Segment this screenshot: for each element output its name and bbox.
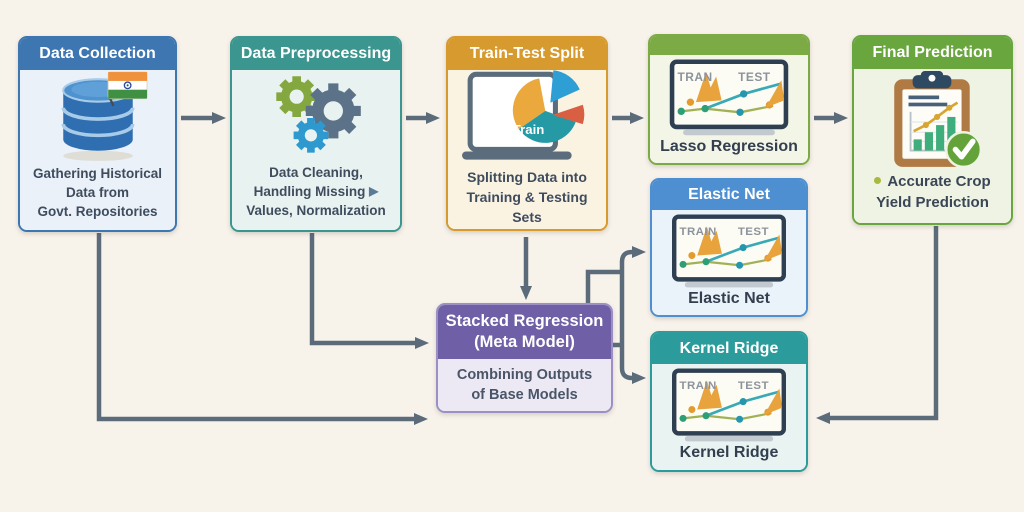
chart-train-label: TRAIN <box>680 226 717 238</box>
elastic-net-box: Elastic Net TRAIN TEST Elastic Net <box>650 178 808 317</box>
clipboard-chart-check-icon <box>893 71 982 169</box>
final-prediction-title: Final Prediction <box>872 44 993 61</box>
arrow-stacked-to-elastic <box>619 246 646 345</box>
stacked-regression-title-line1: Stacked Regression <box>445 311 604 330</box>
data-preprocessing-description: Data Cleaning, Handling Missing ▶ Values… <box>246 164 386 218</box>
final-prediction-iconwrap <box>854 69 1011 171</box>
final-prediction-box: Final Prediction <box>852 35 1013 225</box>
data-collection-description: Gathering Historical Data from Govt. Rep… <box>32 166 163 220</box>
data-preprocessing-iconwrap <box>232 70 400 163</box>
chart-train-label: TRAIN <box>680 380 717 392</box>
play-triangle-icon: ▶ <box>369 183 379 198</box>
connector-stacked-top <box>585 269 622 303</box>
kernel-ridge-iconwrap: TRAIN TEST <box>652 364 806 444</box>
train-test-chart-icon: TRAIN TEST <box>670 368 788 444</box>
bullet-icon <box>874 177 882 184</box>
chart-test-label: TEST <box>738 380 769 392</box>
train-test-split-header: Train-Test Split <box>448 38 606 70</box>
lasso-iconwrap: TRAN TEST <box>650 55 808 138</box>
train-test-chart-icon: TRAN TEST <box>668 59 790 138</box>
data-preprocessing-title: Data Preprocessing <box>240 45 392 62</box>
gears-icon <box>276 76 361 153</box>
stacked-regression-box: Stacked Regression (Meta Model) Combinin… <box>436 303 613 413</box>
train-test-split-title: Train-Test Split <box>469 45 585 62</box>
laptop-pie-chart-icon: Train <box>462 70 585 160</box>
chart-train-label: TRAN <box>678 70 713 84</box>
train-test-split-iconwrap: Train <box>448 70 606 168</box>
kernel-ridge-header: Kernel Ridge <box>652 333 806 364</box>
train-test-split-description: Splitting Data into Training & Testing S… <box>466 169 588 225</box>
data-preprocessing-box: Data Preprocessing <box>230 36 402 232</box>
kernel-ridge-caption: Kernel Ridge <box>679 444 779 461</box>
train-test-chart-icon: TRAIN TEST <box>670 214 788 290</box>
stacked-regression-description: Combining Outputs of Base Models <box>456 366 593 403</box>
lasso-caption: Lasso Regression <box>660 138 798 155</box>
elastic-net-caption: Elastic Net <box>688 290 770 307</box>
elastic-net-header: Elastic Net <box>652 180 806 210</box>
stacked-regression-title-line2: (Meta Model) <box>474 333 575 351</box>
arrow-stacked-to-kernel <box>619 345 646 384</box>
arrow-collection-to-stacked <box>96 233 428 425</box>
data-collection-header: Data Collection <box>20 38 175 70</box>
data-collection-iconwrap <box>20 70 175 164</box>
database-icon <box>60 71 148 161</box>
data-collection-title: Data Collection <box>39 45 156 62</box>
chart-test-label: TEST <box>738 226 769 238</box>
final-prediction-header: Final Prediction <box>854 37 1011 69</box>
lasso-header-strip <box>650 36 808 55</box>
train-test-split-box: Train-Test Split Train Splitting Data in… <box>446 36 608 231</box>
checkmark-icon <box>944 130 982 169</box>
lasso-regression-box: TRAN TEST Lasso Regression <box>648 34 810 165</box>
data-collection-box: Data Collection <box>18 36 177 232</box>
green-bars <box>913 116 955 151</box>
kernel-ridge-title: Kernel Ridge <box>679 339 779 357</box>
india-flag-icon <box>107 71 148 107</box>
kernel-ridge-box: Kernel Ridge TRAIN TEST Kernel Ridge <box>650 331 808 472</box>
arrow-final-to-kernel <box>816 226 939 424</box>
pie-train-label: Train <box>513 122 545 137</box>
stacked-regression-header: Stacked Regression (Meta Model) <box>438 305 611 359</box>
data-preprocessing-header: Data Preprocessing <box>232 38 400 70</box>
elastic-net-title: Elastic Net <box>688 186 770 203</box>
final-prediction-description: Accurate Crop Yield Prediction <box>874 173 991 212</box>
chart-test-label: TEST <box>738 70 771 84</box>
elastic-net-iconwrap: TRAIN TEST <box>652 210 806 290</box>
arrow-preprocessing-to-stacked <box>309 233 429 349</box>
